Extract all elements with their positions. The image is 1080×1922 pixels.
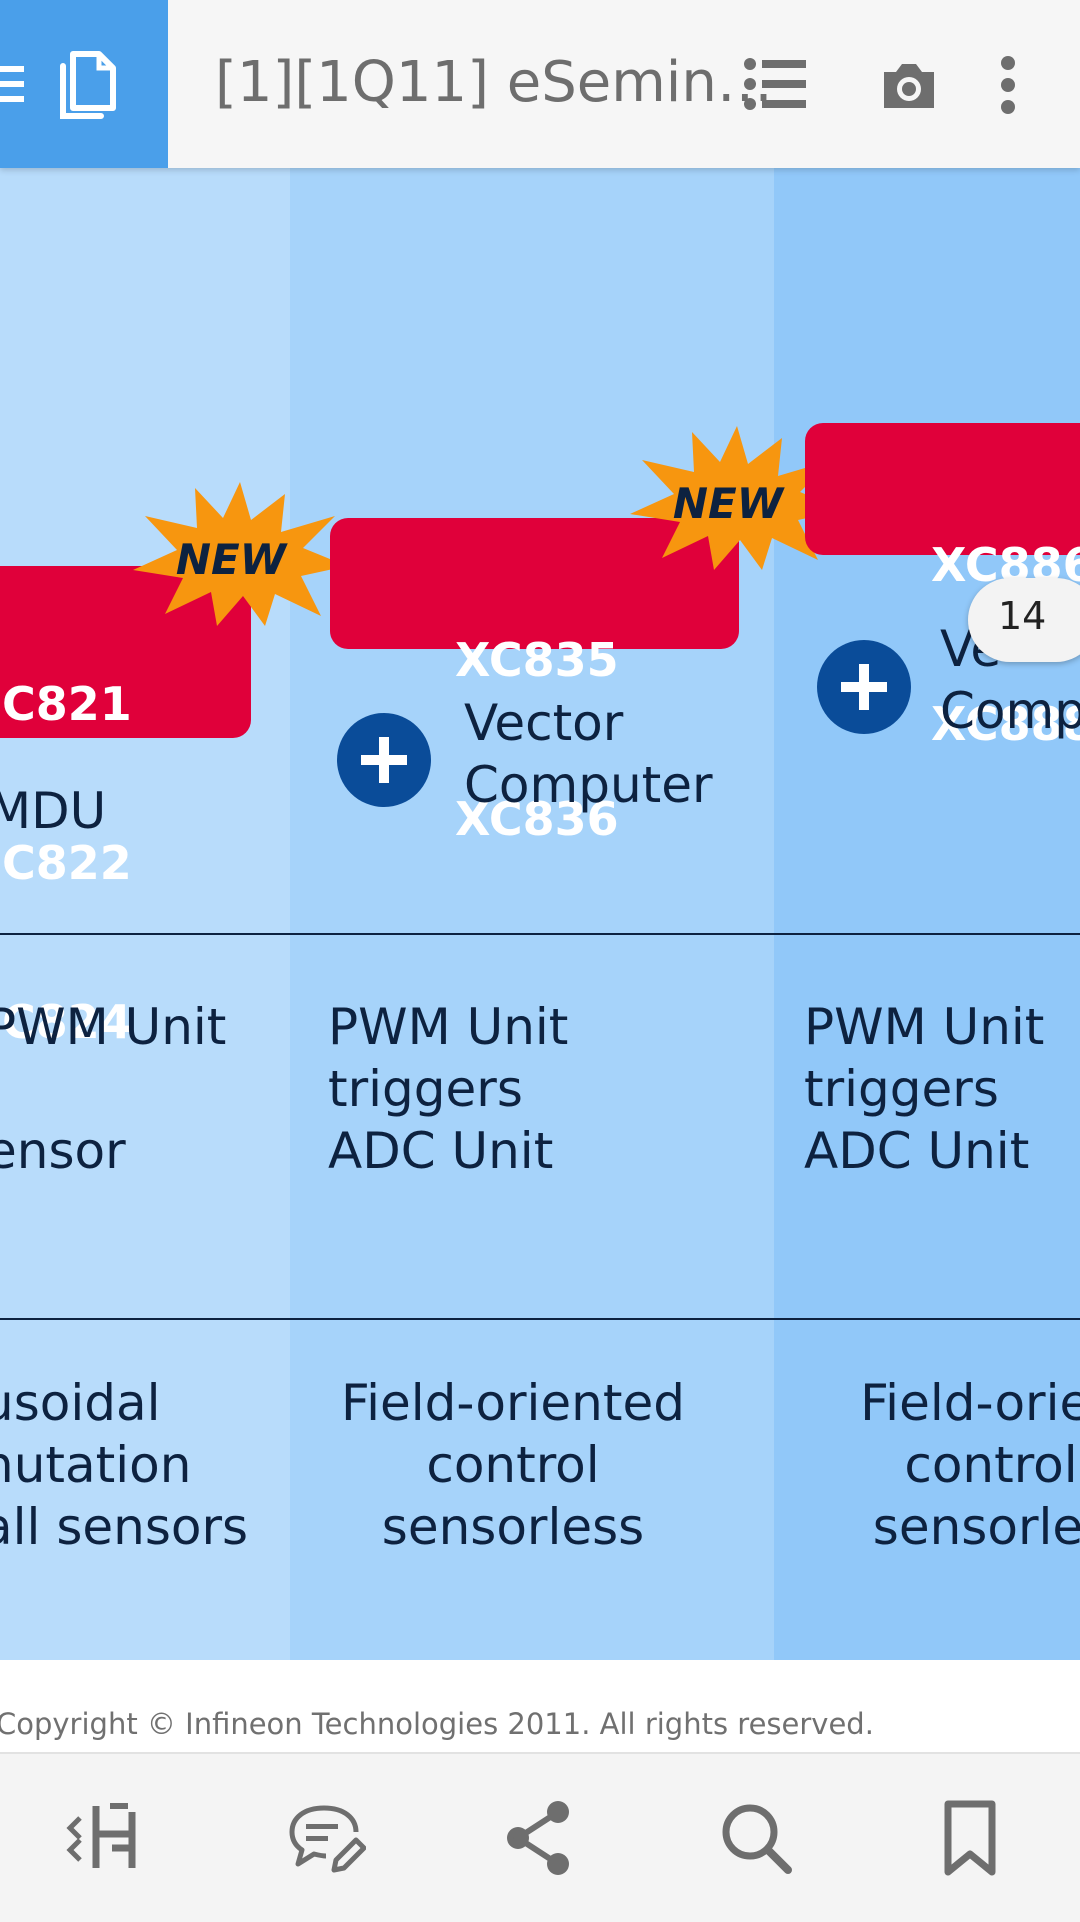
page-number: 14: [998, 594, 1047, 638]
new-starburst: NEW: [630, 426, 844, 570]
chip-label: XC888: [931, 697, 1080, 751]
trigger-text: PWM Unit triggers ADC Unit: [804, 998, 1045, 1180]
chip-box: XC886 XC888: [805, 423, 1080, 751]
page-number-badge[interactable]: 14: [968, 578, 1080, 662]
row-divider: [0, 1318, 1080, 1320]
trigger-text: PWM Unit ensor: [0, 998, 227, 1180]
column-1-bg: [0, 168, 290, 1660]
plus-icon: [337, 713, 431, 807]
chip-box: C821 C822 C824: [0, 566, 251, 1049]
control-text: Field-oriented control sensorless: [341, 1374, 685, 1556]
control-text: usoidal nutation all sensors: [0, 1374, 249, 1556]
hamburger-icon[interactable]: [0, 64, 26, 104]
comment-edit-icon[interactable]: [286, 1798, 366, 1878]
top-app-bar: [1][1Q11] eSemin…: [0, 0, 1080, 168]
trigger-text: PWM Unit triggers ADC Unit: [328, 998, 569, 1180]
plus-icon: [817, 640, 911, 734]
new-badge-label: NEW: [673, 479, 786, 528]
list-icon[interactable]: [744, 58, 806, 110]
row-divider: [0, 933, 1080, 935]
chip-label: C822: [2, 836, 132, 890]
slide-viewport[interactable]: C821 C822 C824 NEW MDU XC835 XC836 NEW V…: [0, 168, 1080, 1660]
control-text: Field-orien control sensorles: [860, 1374, 1080, 1556]
reflow-icon[interactable]: [66, 1798, 146, 1878]
chip-label: XC836: [455, 792, 619, 846]
chip-box: XC835 XC836: [330, 518, 739, 846]
column-2-bg: [290, 168, 774, 1660]
new-badge-label: NEW: [176, 535, 289, 584]
copyright-text: Copyright © Infineon Technologies 2011. …: [0, 1707, 874, 1741]
chip-label: XC835: [455, 633, 619, 687]
chip-label: C824: [2, 995, 132, 1049]
search-icon[interactable]: [716, 1798, 796, 1878]
feature-text: Vector Computer: [464, 694, 713, 814]
bottom-toolbar: [0, 1752, 1080, 1922]
camera-icon[interactable]: [880, 62, 938, 110]
more-vertical-icon[interactable]: [998, 56, 1018, 114]
document-title: [1][1Q11] eSemin…: [215, 50, 773, 115]
column-3-bg: [774, 168, 1080, 1660]
pages-icon[interactable]: [55, 50, 117, 120]
feature-text: MDU: [0, 782, 107, 840]
chip-label: C821: [2, 677, 132, 731]
bookmark-icon[interactable]: [930, 1798, 1010, 1878]
sidebar-toggle-area[interactable]: [0, 0, 168, 168]
share-icon[interactable]: [498, 1798, 578, 1878]
new-starburst: NEW: [133, 482, 347, 626]
